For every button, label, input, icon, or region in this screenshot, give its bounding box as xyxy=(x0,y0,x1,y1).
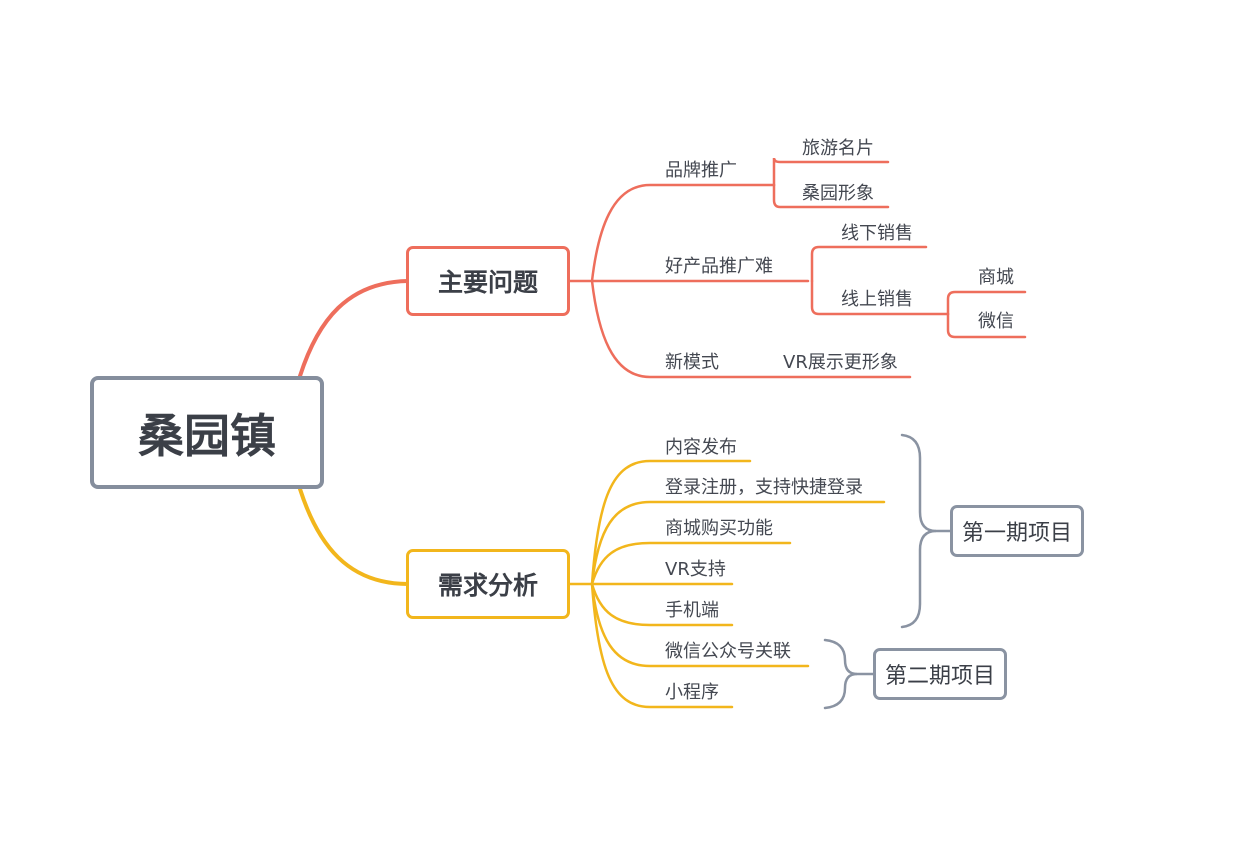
subtopic-offline-sales[interactable]: 线下销售 xyxy=(841,223,913,244)
summary-phase-two[interactable]: 第二期项目 xyxy=(873,648,1008,700)
subtopic-vr-display[interactable]: VR展示更形象 xyxy=(783,352,898,373)
topic-demand-analysis[interactable]: 需求分析 xyxy=(406,549,570,619)
subtopic-content-publishing[interactable]: 内容发布 xyxy=(665,437,737,458)
connector-req-2 xyxy=(590,500,886,586)
subtopic-online-sales[interactable]: 线上销售 xyxy=(841,289,913,310)
connector-root-main-issues xyxy=(298,279,410,378)
connector-issues-newmode xyxy=(590,279,912,379)
subtopic-sangyuan-image[interactable]: 桑园形象 xyxy=(802,183,874,204)
connector-root-demand-analysis xyxy=(298,487,410,586)
connector-req-5 xyxy=(590,582,734,627)
subtopic-travel-card[interactable]: 旅游名片 xyxy=(802,138,874,159)
subtopic-wechat-official[interactable]: 微信公众号关联 xyxy=(665,641,791,662)
summary-brace-phase-two xyxy=(823,638,858,710)
subtopic-login-register[interactable]: 登录注册，支持快捷登录 xyxy=(665,477,863,498)
connector-product-online xyxy=(810,279,950,316)
subtopic-mall-purchase[interactable]: 商城购买功能 xyxy=(665,518,773,539)
summary-brace-phase-one xyxy=(900,433,937,629)
summary-phase-one[interactable]: 第一期项目 xyxy=(950,505,1085,557)
subtopic-mobile[interactable]: 手机端 xyxy=(665,600,719,621)
subtopic-vr-support[interactable]: VR支持 xyxy=(665,559,726,580)
connector-brand-card xyxy=(772,157,890,187)
subtopic-product-promotion[interactable]: 好产品推广难 xyxy=(665,256,773,277)
connector-online-mall xyxy=(946,290,1027,316)
subtopic-mall[interactable]: 商城 xyxy=(978,267,1014,288)
subtopic-brand-promotion[interactable]: 品牌推广 xyxy=(665,160,737,181)
subtopic-wechat[interactable]: 微信 xyxy=(978,311,1014,332)
connector-req-7 xyxy=(590,582,734,709)
connector-req-3 xyxy=(590,541,792,586)
connector-issues-brand xyxy=(568,183,776,283)
root-topic[interactable]: 桑园镇 xyxy=(90,376,324,489)
topic-main-issues[interactable]: 主要问题 xyxy=(406,246,570,316)
connector-online-wechat xyxy=(946,312,1027,339)
connector-brand-image xyxy=(772,183,890,209)
subtopic-mini-program[interactable]: 小程序 xyxy=(665,682,719,703)
connector-product-offline xyxy=(810,245,928,283)
subtopic-new-mode[interactable]: 新模式 xyxy=(665,352,719,373)
